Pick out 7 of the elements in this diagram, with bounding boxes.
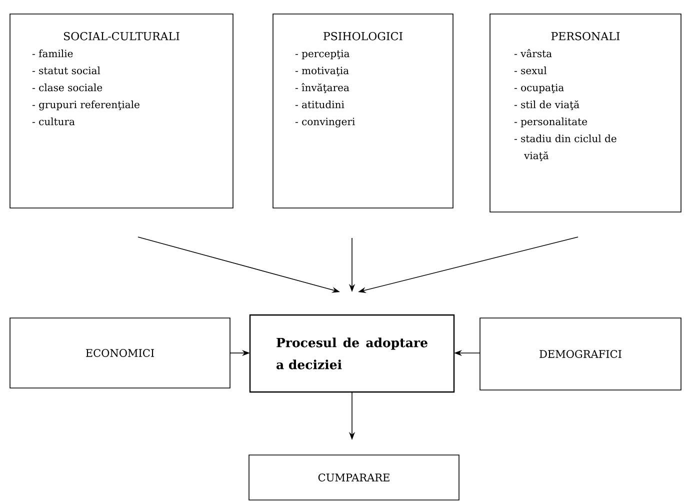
process-box: Procesul de adoptare a deciziei xyxy=(249,314,455,393)
factor-box: DEMOGRAFICI xyxy=(480,318,682,390)
category-box: PSIHOLOGICI - percepţia - motivaţia - învăţarea - atitudini - convingeri xyxy=(272,14,454,208)
category-box: PERSONALI - vârsta - sexul - ocupaţia - stil de viaţă - personalitate - stadiu din ciclul de viaţă xyxy=(490,14,682,212)
factor-box: CUMPARARE xyxy=(248,454,460,500)
category-box: SOCIAL-CULTURALI - familie - statut social - clase sociale - grupuri referenţiale - cultura xyxy=(10,14,234,208)
factor-box: ECONOMICI xyxy=(10,318,230,388)
